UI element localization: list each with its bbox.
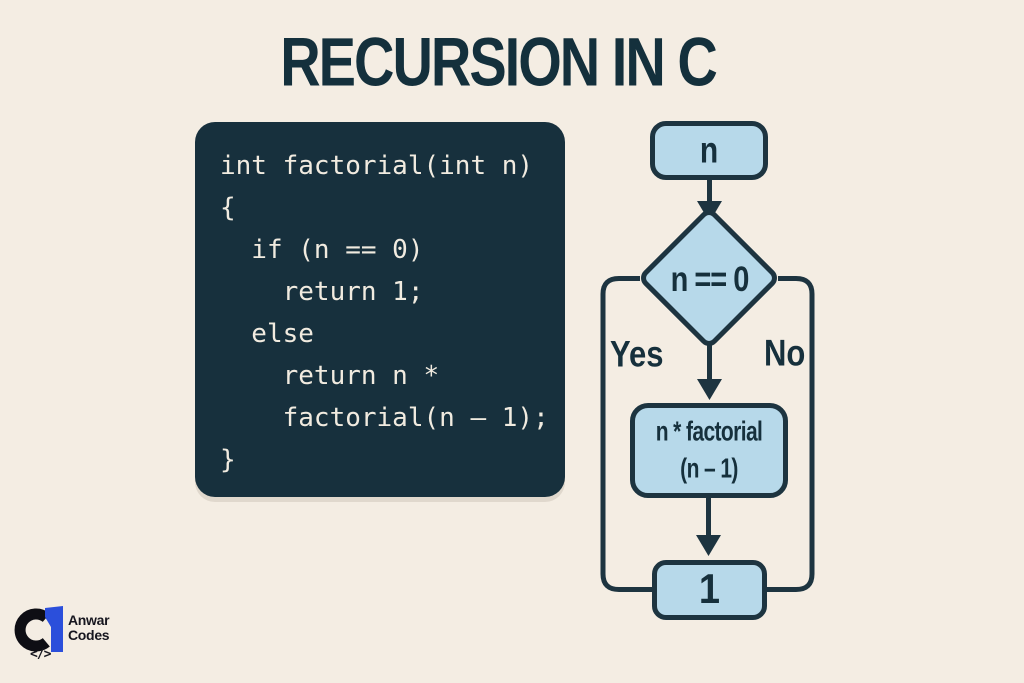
code-panel: int factorial(int n) { if (n == 0) retur…: [195, 122, 565, 497]
arrowhead-icon: [696, 535, 721, 556]
code-line: return n *: [220, 361, 440, 391]
logo-a-shape: [45, 606, 63, 652]
page-title: RECURSION IN C: [280, 23, 718, 101]
code-line: {: [220, 193, 236, 223]
logo-name-line2: Codes: [68, 627, 110, 643]
logo-c-shape: [14, 608, 50, 652]
page-title-row: RECURSION IN C: [0, 22, 1024, 100]
code-line: int factorial(int n): [220, 151, 534, 181]
flow-start-label: n: [699, 129, 719, 171]
flow-start-node: n: [650, 121, 768, 180]
flow-recurse-node: n * factorial (n – 1): [630, 403, 788, 498]
code-line: }: [220, 445, 236, 475]
flow-recurse-line2: (n – 1): [680, 453, 738, 484]
yes-branch-label: Yes: [610, 333, 664, 375]
arrowhead-icon: [697, 379, 722, 400]
no-branch-label: No: [764, 332, 806, 374]
flow-result-label: 1: [698, 566, 721, 613]
flow-decision-label: n == 0: [670, 261, 750, 300]
code-line: else: [220, 319, 314, 349]
code-line: return 1;: [220, 277, 424, 307]
code-line: factorial(n – 1);: [220, 403, 549, 433]
logo-name-line1: Anwar: [68, 612, 110, 628]
logo-wordmark: Anwar Codes: [68, 612, 110, 643]
flow-recurse-label: n * factorial (n – 1): [656, 414, 763, 488]
flow-result-node: 1: [652, 560, 767, 620]
flow-recurse-line1: n * factorial: [655, 416, 763, 447]
logo-code-tag: </>: [30, 647, 52, 662]
anwar-codes-logo-icon: [14, 606, 63, 652]
anwar-codes-logo: Anwar Codes </>: [14, 601, 144, 667]
code-line: if (n == 0): [220, 235, 424, 265]
